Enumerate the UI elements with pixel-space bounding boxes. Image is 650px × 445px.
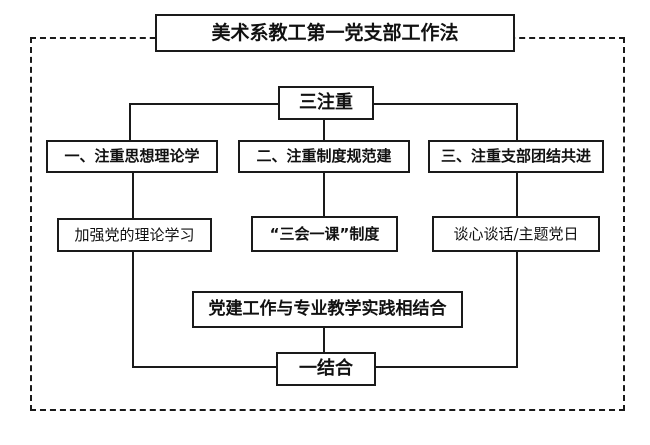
node-pillar-2: 二、注重制度规范建 bbox=[238, 140, 410, 173]
node-child-3: 谈心谈话/主题党日 bbox=[432, 216, 600, 252]
node-pillar-1: 一、注重思想理论学 bbox=[46, 140, 218, 173]
connector-sanzhuzhong-right bbox=[372, 103, 518, 105]
connector-bottom-right-rail bbox=[374, 366, 518, 368]
connector-combination-to-yijiehe bbox=[323, 326, 325, 354]
connector-pillar2-to-child2 bbox=[323, 172, 325, 218]
connector-bottom-left-rail bbox=[132, 366, 278, 368]
connector-child1-down bbox=[132, 250, 134, 367]
connector-sanzhuzhong-left bbox=[129, 103, 280, 105]
node-combination-detail: 党建工作与专业教学实践相结合 bbox=[192, 291, 463, 328]
connector-pillar1-to-child1 bbox=[132, 172, 134, 220]
node-child-2: “三会一课”制度 bbox=[251, 216, 398, 252]
connector-left-down-to-pillar1 bbox=[129, 103, 131, 142]
diagram-title-box: 美术系教工第一党支部工作法 bbox=[155, 14, 515, 52]
node-pillar-3: 三、注重支部团结共进 bbox=[428, 140, 604, 173]
node-child-1: 加强党的理论学习 bbox=[57, 218, 212, 252]
connector-pillar3-to-child3 bbox=[516, 172, 518, 218]
connector-sanzhuzhong-center-down bbox=[323, 119, 325, 142]
node-one-combination: 一结合 bbox=[276, 352, 376, 386]
connector-child3-down bbox=[516, 250, 518, 367]
connector-right-down-to-pillar3 bbox=[516, 103, 518, 142]
node-three-focus: 三注重 bbox=[278, 86, 374, 120]
